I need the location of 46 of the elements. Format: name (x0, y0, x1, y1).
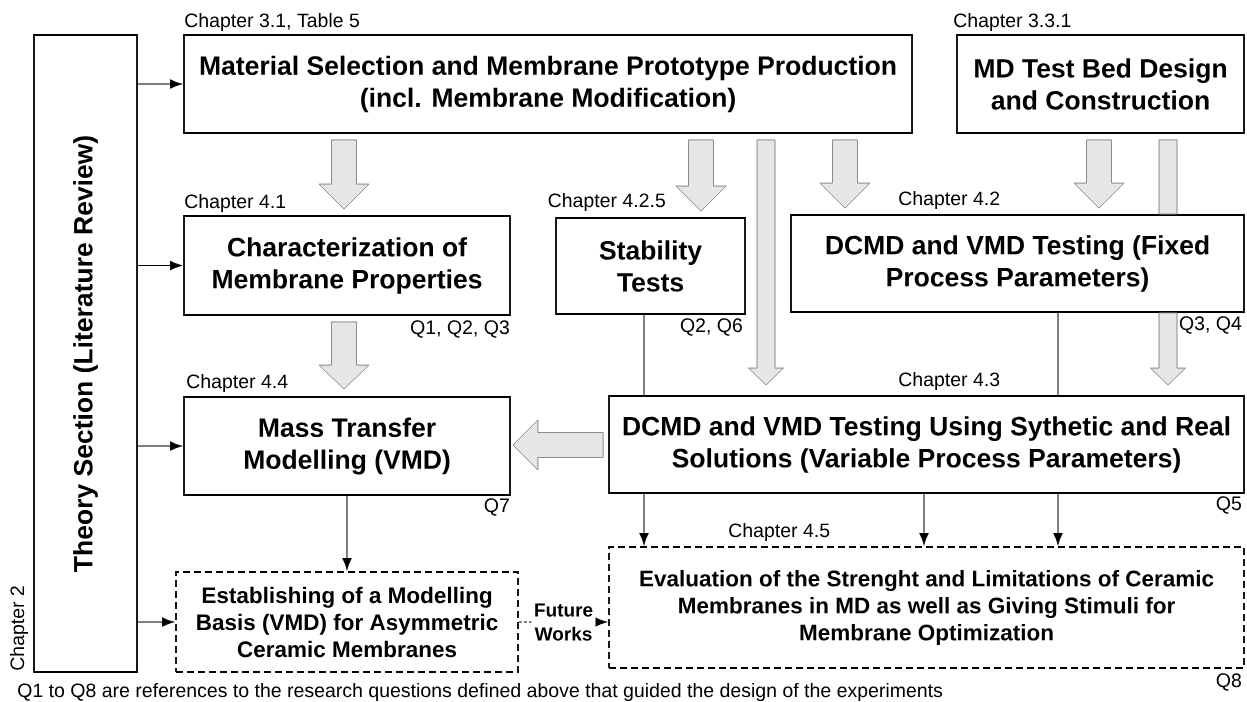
chapter-label: Chapter 4.4 (187, 373, 288, 393)
arrow (342, 495, 352, 570)
arrow (137, 79, 182, 89)
block-arrow (1158, 139, 1178, 215)
chapter-label: Chapter 4.2.5 (548, 192, 665, 212)
caption: Q1 to Q8 are references to the research questions defined above that guided the design of the experiments (18, 682, 943, 702)
chapter-label: Chapter 4.1 (185, 193, 286, 213)
chapter-label: Chapter 2 (9, 586, 29, 670)
block-arrow (819, 139, 871, 209)
chapter-label: Chapter 3.1, Table 5 (185, 12, 359, 32)
connector-line (643, 314, 645, 396)
block-arrow (318, 321, 370, 390)
edge-label: Future Works (531, 602, 596, 642)
process-box: Characterization of Membrane Properties (183, 215, 511, 316)
theory-bar: Theory Section (Literature Review) (33, 34, 138, 673)
process-box: DCMD and VMD Testing Using Sythetic and Real Solutions (Variable Process Parameters) (608, 395, 1245, 494)
question-label: Q8 (1216, 673, 1241, 691)
process-box: DCMD and VMD Testing (Fixed Process Parameters) (790, 214, 1245, 313)
question-label: Q5 (1216, 496, 1241, 514)
chapter-label: Chapter 3.3.1 (954, 12, 1071, 32)
arrow (1053, 493, 1063, 545)
chapter-label: Chapter 4.5 (729, 522, 830, 542)
process-box: Stability Tests (555, 217, 746, 315)
block-arrow (675, 139, 727, 212)
question-label: Q7 (484, 498, 509, 516)
process-box: Material Selection and Membrane Prototype Production (incl. Membrane Modification) (183, 34, 913, 134)
arrow (919, 493, 929, 545)
arrow (137, 260, 182, 271)
arrow (137, 441, 182, 451)
chapter-label: Chapter 4.3 (899, 371, 1000, 391)
process-box: MD Test Bed Design and Construction (956, 34, 1245, 134)
question-label: Q1, Q2, Q3 (411, 320, 509, 338)
block-arrow (748, 139, 784, 386)
block-arrow (318, 139, 370, 210)
block-arrow (1150, 312, 1186, 386)
question-label: Q2, Q6 (680, 318, 742, 336)
process-box: Mass Transfer Modelling (VMD) (183, 396, 511, 496)
chapter-label: Chapter 4.2 (899, 190, 1000, 210)
arrow (137, 617, 174, 627)
connector-line (1057, 312, 1059, 396)
outcome-box: Evaluation of the Strenght and Limitations of Ceramic Membranes in MD as well as Giving Stimuli for Membrane Optimization (608, 546, 1245, 669)
block-arrow (512, 419, 604, 471)
arrow (639, 493, 649, 545)
question-label: Q3, Q4 (1179, 316, 1242, 334)
block-arrow (1073, 139, 1125, 209)
outcome-box: Establishing of a Modelling Basis (VMD) for Asymmetric Ceramic Membranes (175, 571, 519, 673)
